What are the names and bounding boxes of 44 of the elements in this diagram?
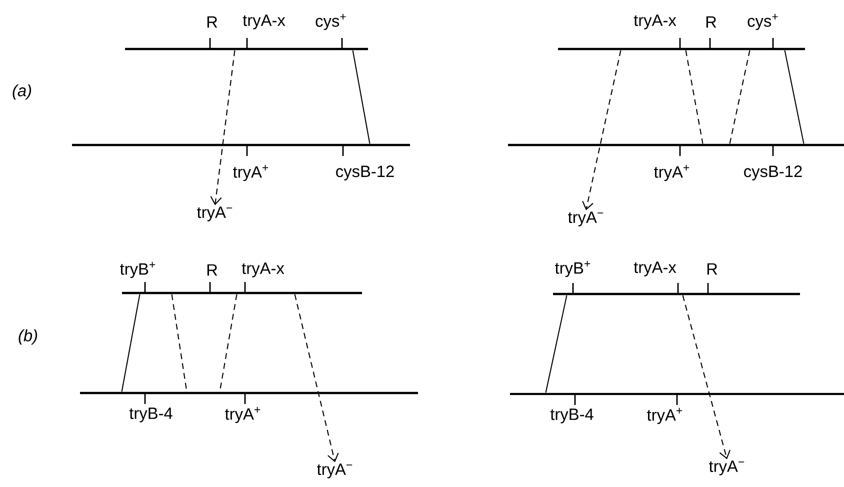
marker-label: tryA$^{+}$ <box>225 406 260 424</box>
panel-label: (b) <box>18 329 38 345</box>
chromosome-line <box>558 48 805 50</box>
chromosome-line <box>553 292 800 296</box>
marker-label: tryA$^{+}$ <box>647 408 682 424</box>
crossover-arrow <box>294 294 339 462</box>
marker-label: tryA$^{+}$ <box>233 164 268 182</box>
crossover-line <box>545 295 568 393</box>
marker-label: tryA-x <box>634 14 676 30</box>
allele-label: tryA$^{−}$ <box>568 212 604 226</box>
crossover-arrow <box>210 50 236 206</box>
marker-label: tryB-4 <box>550 408 594 424</box>
crossover-line <box>784 50 804 144</box>
marker-label: tryA-x <box>242 262 284 278</box>
crossover-arrow <box>582 50 622 210</box>
panel-label: (a) <box>12 84 32 100</box>
chromosome-line <box>508 144 844 146</box>
marker-label: cysB-12 <box>744 166 802 180</box>
marker-label: cys$^{+}$ <box>748 14 778 30</box>
marker-label: tryB$^{+}$ <box>555 260 590 278</box>
marker-label: cys$^{+}$ <box>316 14 346 30</box>
chromosome-line <box>122 292 362 294</box>
chromosome-line <box>510 392 844 396</box>
marker-label: cysB-12 <box>336 166 394 180</box>
marker-label: R <box>706 16 716 28</box>
marker-label: tryA-x <box>634 262 676 276</box>
allele-label: tryA$^{−}$ <box>197 206 232 222</box>
marker-label: R <box>707 263 718 275</box>
crossover-line <box>352 50 370 144</box>
chromosome-line <box>125 48 368 50</box>
marker-label: tryB$^{+}$ <box>120 262 156 278</box>
marker-label: tryB-4 <box>129 408 172 422</box>
chromosome-line <box>80 392 418 394</box>
crossover-line <box>729 50 750 144</box>
crossover-line <box>685 50 704 144</box>
marker-label: R <box>207 16 218 28</box>
allele-label: tryA$^{−}$ <box>317 464 352 478</box>
crossover-arrow <box>682 295 730 460</box>
allele-label: tryA$^{−}$ <box>709 460 744 476</box>
crossover-line <box>121 294 140 392</box>
marker-label: tryA$^{+}$ <box>654 164 690 182</box>
chromosome-line <box>72 144 410 146</box>
marker-label: R <box>207 264 218 276</box>
marker-label: tryA-x <box>242 14 286 30</box>
